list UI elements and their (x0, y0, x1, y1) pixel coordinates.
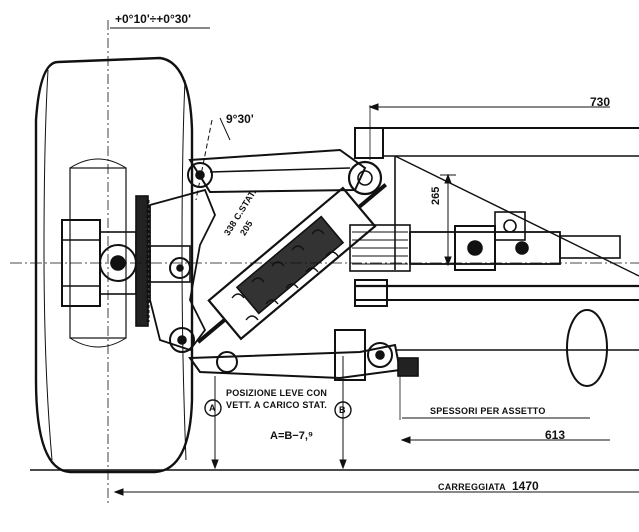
lever-position-line1: POSIZIONE LEVE CON (226, 388, 328, 398)
reference-lines (10, 20, 639, 505)
tire (34, 56, 194, 474)
track-value-label: 1470 (512, 479, 539, 493)
camber-tolerance-label: +0°10'÷+0°30' (115, 12, 191, 26)
dimension-265-label: 265 (430, 186, 442, 205)
marker-circles (204, 399, 352, 419)
formula-label: A=B−7,⁹ (270, 430, 314, 442)
shims-label: SPESSORI PER ASSETTO (430, 406, 546, 416)
dimension-lines (110, 27, 639, 496)
dimension-730-label: 730 (590, 95, 611, 109)
marker-b-label: B (339, 405, 346, 415)
dimension-613-label: 613 (545, 428, 566, 442)
track-label: CARREGGIATA (438, 482, 506, 492)
chassis-frame (354, 127, 639, 387)
lever-position-line2: VETT. A CARICO STAT. (226, 400, 328, 410)
upper-wishbone (188, 127, 384, 196)
steering-rack (349, 211, 621, 272)
marker-b-circle (334, 401, 352, 419)
marker-a-label: A (209, 403, 216, 413)
lower-wishbone (188, 329, 419, 381)
caster-angle-label: 9°30' (226, 112, 254, 126)
marker-a-circle (204, 399, 222, 417)
coil-over-shock (196, 183, 388, 344)
